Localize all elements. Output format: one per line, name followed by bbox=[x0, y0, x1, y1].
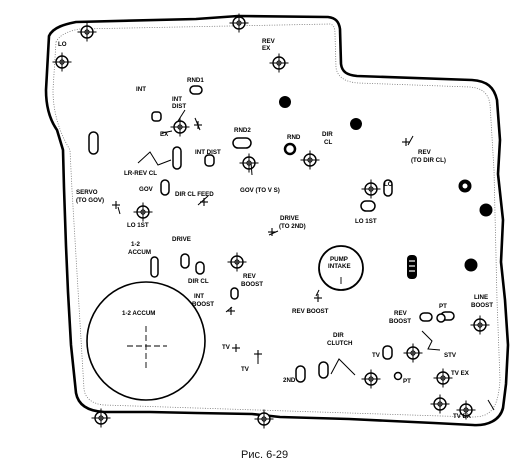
label-rev-boost-right: REV bbox=[394, 310, 408, 317]
port bbox=[436, 313, 446, 323]
label-drive: DRIVE bbox=[172, 236, 191, 243]
label-rnd2: RND2 bbox=[234, 127, 251, 134]
label-tv: TV bbox=[372, 352, 381, 359]
port bbox=[419, 312, 433, 322]
port bbox=[189, 85, 203, 95]
leader-line bbox=[161, 130, 173, 134]
label-drive-to-2nd: DRIVE bbox=[280, 215, 299, 222]
label-servo: (TO GOV) bbox=[76, 197, 104, 204]
label-lo-1st: LO 1ST bbox=[355, 218, 377, 225]
port bbox=[180, 253, 190, 269]
label-stv: STV bbox=[444, 352, 457, 359]
label-line-boost: BOOST bbox=[471, 302, 493, 309]
label-1-2-accum: 1-2 bbox=[131, 241, 141, 248]
leader-line bbox=[197, 195, 209, 206]
port bbox=[195, 261, 205, 275]
leader-line bbox=[407, 135, 414, 146]
label-lo-right: LO bbox=[384, 181, 393, 188]
label-2nd: 2ND bbox=[283, 377, 296, 384]
label-rev-ex: REV bbox=[262, 38, 276, 45]
label-pt-low: PT bbox=[403, 378, 411, 385]
label-rnd1: RND1 bbox=[187, 77, 204, 84]
pump-intake-circle bbox=[318, 245, 364, 291]
port bbox=[232, 137, 252, 149]
label-rev-to-dir-cl: REV bbox=[418, 149, 432, 156]
plate-inner-edge bbox=[52, 23, 501, 418]
label-tv-ex: TV EX bbox=[451, 370, 470, 377]
label-1-2-accum: ACCUM bbox=[128, 249, 151, 256]
dark-plug bbox=[479, 203, 493, 217]
label-ex: EX bbox=[160, 131, 169, 138]
label-int-dist-b: INT DIST bbox=[195, 149, 221, 156]
port bbox=[318, 361, 329, 379]
port bbox=[230, 287, 239, 300]
label-pump-intake: INTAKE bbox=[328, 263, 351, 270]
leader-line bbox=[421, 330, 441, 351]
label-int: INT bbox=[136, 86, 146, 93]
label-line-boost: LINE bbox=[474, 294, 488, 301]
label-int-dist: INT bbox=[172, 96, 182, 103]
port bbox=[150, 256, 159, 278]
label-lr-rev-cl: LR-REV CL bbox=[124, 170, 157, 177]
label-dir-clutch: CLUTCH bbox=[327, 340, 353, 347]
leader-line bbox=[315, 289, 320, 297]
port bbox=[360, 200, 376, 212]
dark-plug bbox=[464, 258, 478, 272]
label-rev-boost-right: BOOST bbox=[389, 318, 411, 325]
port bbox=[393, 371, 403, 381]
label-rev-boost-mid: REV BOOST bbox=[292, 308, 329, 315]
label-rev-ex: EX bbox=[262, 45, 271, 52]
label-tv: TV bbox=[241, 366, 250, 373]
label-dir-cl: DIR bbox=[322, 131, 333, 138]
leader-line bbox=[117, 206, 121, 215]
label-tv: TV bbox=[222, 344, 231, 351]
port bbox=[151, 111, 162, 122]
label-int-dist: DIST bbox=[172, 103, 186, 110]
label-rev-to-dir-cl: (TO DIR CL) bbox=[411, 157, 446, 164]
leader-line bbox=[268, 230, 279, 236]
leader-line bbox=[177, 109, 186, 122]
label-dir-cl-low: DIR CL bbox=[188, 278, 209, 285]
dark-plug-center bbox=[462, 183, 468, 189]
leader-line bbox=[330, 358, 356, 376]
label-gov: GOV bbox=[139, 186, 154, 193]
dark-plug bbox=[279, 96, 291, 108]
port bbox=[88, 131, 99, 155]
label-tv-ex-low: TV EX bbox=[453, 413, 472, 420]
label-dir-cl: CL bbox=[324, 139, 332, 146]
label-servo: SERVO bbox=[76, 189, 98, 196]
label-pt: PT bbox=[439, 303, 447, 310]
label-dir-cl-feed: DIR CL FEED bbox=[175, 191, 214, 198]
dark-plug bbox=[350, 118, 362, 130]
label-gov-to-vs: GOV (TO V S) bbox=[240, 187, 280, 194]
port bbox=[295, 365, 306, 383]
port bbox=[160, 179, 170, 196]
label-rev-boost: REV bbox=[243, 273, 257, 280]
label-accum-big: 1-2 ACCUM bbox=[122, 310, 155, 317]
label-pump-intake: PUMP bbox=[330, 256, 348, 263]
port bbox=[172, 146, 182, 170]
label-dir-clutch: DIR bbox=[333, 332, 344, 339]
label-int-boost: INT bbox=[194, 293, 204, 300]
label-int-boost: BOOST bbox=[192, 301, 214, 308]
leader-line bbox=[487, 399, 495, 411]
label-drive-to-2nd: (TO 2ND) bbox=[279, 223, 306, 230]
port bbox=[204, 154, 215, 167]
figure-caption: Рис. 6-29 bbox=[241, 449, 288, 461]
label-lo-1st: LO 1ST bbox=[127, 222, 149, 229]
leader-line bbox=[137, 151, 172, 166]
striped-port bbox=[407, 255, 417, 279]
label-lo-top: LO bbox=[58, 41, 67, 48]
port bbox=[383, 179, 393, 197]
dark-ring bbox=[283, 142, 297, 156]
port bbox=[382, 345, 393, 360]
label-rnd: RND bbox=[287, 134, 301, 141]
label-rev-boost: BOOST bbox=[241, 281, 263, 288]
leader-line bbox=[250, 161, 253, 176]
